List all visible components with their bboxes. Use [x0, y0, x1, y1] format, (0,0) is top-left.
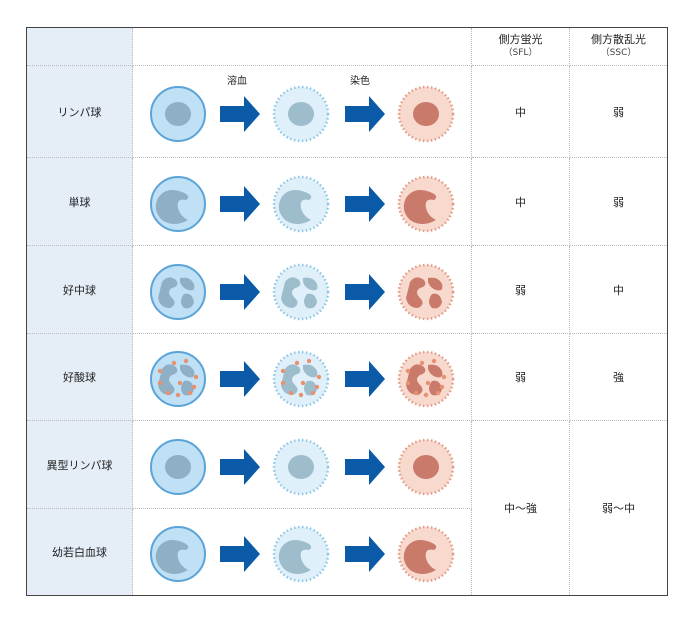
header-blank-image [132, 27, 472, 66]
ssc-subtitle: （SSC） [600, 48, 637, 58]
ssc-title: 側方散乱光 [591, 33, 646, 46]
arrow-right-icon [220, 361, 260, 397]
cell-label: 単球 [26, 157, 133, 246]
arrow-right-icon [345, 273, 385, 310]
cell-stage-3 [397, 175, 455, 232]
cell-diagram [150, 175, 455, 232]
arrow-right-icon [345, 536, 385, 572]
cell-images: 溶血 染色 [132, 65, 472, 158]
table-row: リンパ球 溶血 染色 中 弱 [26, 65, 668, 158]
step-lysis-label: 溶血 [227, 76, 247, 87]
table-row: 好酸球 弱 強 [26, 333, 668, 421]
cell-stage-2 [272, 85, 330, 142]
table-row: 幼若白血球 [26, 508, 668, 596]
cell-diagram [150, 438, 455, 495]
arrow-right-icon [345, 448, 385, 485]
arrow-right-icon [220, 95, 260, 132]
arrow-right-icon [220, 273, 260, 310]
cell-label: リンパ球 [26, 65, 133, 158]
header-sfl: 側方蛍光 （SFL） [471, 27, 570, 66]
cell-images [132, 508, 472, 596]
cell-sfl-merged: 中～強 [471, 420, 570, 596]
cell-stage-3 [397, 438, 455, 495]
cell-images [132, 157, 472, 246]
cell-stage-1 [150, 263, 206, 320]
sfl-subtitle: （SFL） [503, 48, 538, 58]
table-row: 異型リンパ球 中～強 弱～中 [26, 420, 668, 596]
cell-stage-3 [397, 263, 455, 320]
cell-stage-1 [150, 85, 206, 142]
cell-diagram [150, 263, 455, 320]
cell-label: 異型リンパ球 [26, 420, 133, 509]
cell-diagram [150, 525, 455, 583]
arrow-right-icon [220, 536, 260, 572]
cell-label: 好中球 [26, 245, 133, 334]
sfl-title: 側方蛍光 [498, 33, 543, 46]
cell-stage-2 [272, 438, 330, 495]
table-row: 単球 中 弱 [26, 157, 668, 246]
cell-ssc: 弱 [569, 157, 668, 246]
cell-ssc-merged: 弱～中 [569, 420, 668, 596]
cell-stage-3 [397, 525, 455, 583]
cell-images [132, 245, 472, 334]
scattergram-table: 側方蛍光 （SFL） 側方散乱光 （SSC） リンパ球 溶血 染色 中 弱 単球 中… [26, 27, 668, 596]
cell-sfl: 中 [471, 65, 570, 158]
cell-images [132, 333, 472, 421]
cell-ssc: 強 [569, 333, 668, 421]
cell-stage-1 [150, 438, 206, 495]
cell-stage-2 [272, 263, 330, 320]
arrow-right-icon [220, 448, 260, 485]
cell-ssc: 中 [569, 245, 668, 334]
header-blank [26, 27, 133, 66]
cell-stage-3 [397, 350, 455, 408]
cell-stage-2 [272, 350, 330, 408]
cell-stage-1 [150, 351, 206, 407]
cell-images [132, 420, 472, 509]
arrow-right-icon [345, 361, 385, 397]
cell-label: 幼若白血球 [26, 508, 133, 596]
header-ssc: 側方散乱光 （SSC） [569, 27, 668, 66]
cell-diagram [150, 350, 455, 408]
cell-stage-2 [272, 525, 330, 583]
arrow-right-icon [220, 185, 260, 222]
step-stain-label: 染色 [350, 76, 370, 87]
cell-ssc: 弱 [569, 65, 668, 158]
cell-stage-2 [272, 175, 330, 232]
cell-diagram [150, 85, 455, 142]
table-row: 好中球 弱 中 [26, 245, 668, 334]
cell-stage-3 [397, 85, 455, 142]
cell-label: 好酸球 [26, 333, 133, 421]
arrow-right-icon [345, 95, 385, 132]
cell-sfl: 弱 [471, 245, 570, 334]
cell-sfl: 弱 [471, 333, 570, 421]
cell-stage-1 [150, 526, 206, 582]
cell-sfl: 中 [471, 157, 570, 246]
arrow-right-icon [345, 185, 385, 222]
cell-stage-1 [150, 175, 206, 232]
